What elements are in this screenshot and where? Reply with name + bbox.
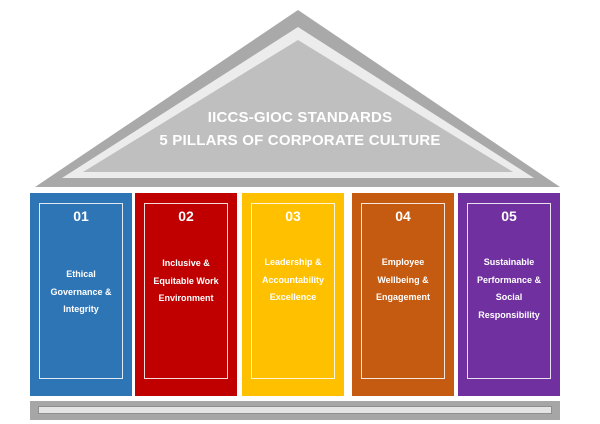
pillar-2-label-line: Environment bbox=[158, 293, 214, 303]
pillar-5-label: Sustainable Performance & Social Respons… bbox=[470, 254, 548, 324]
temple-base bbox=[30, 401, 560, 420]
pillar-3-label: Leadership & Accountability Excellence bbox=[254, 254, 332, 307]
pillar-5-frame: 05 Sustainable Performance & Social Resp… bbox=[467, 203, 551, 379]
pillar-1: 01 Ethical Governance & Integrity bbox=[30, 193, 132, 396]
pillar-3-frame: 03 Leadership & Accountability Excellenc… bbox=[251, 203, 335, 379]
pillar-5-label-line: Responsibility bbox=[478, 309, 540, 320]
pillar-4-label-line: Employee bbox=[381, 257, 425, 267]
pillar-5-number: 05 bbox=[501, 208, 517, 224]
roof-title-line-2: 5 PILLARS OF CORPORATE CULTURE bbox=[159, 132, 441, 149]
temple-base-inset bbox=[38, 406, 552, 414]
pillar-3-label-line: Excellence bbox=[269, 292, 317, 302]
roof-inner bbox=[83, 40, 513, 172]
pillar-2-frame: 02 Inclusive & Equitable Work Environmen… bbox=[144, 203, 228, 379]
pillar-5-label-line: Performance & bbox=[476, 274, 542, 285]
pillar-3-label-line: Leadership & bbox=[264, 257, 322, 267]
pillar-5-label-line: Sustainable bbox=[483, 257, 535, 267]
pillar-4-label-line: Engagement bbox=[375, 292, 430, 302]
pillar-3-label-line: Accountability bbox=[261, 274, 324, 285]
pillar-1-frame: 01 Ethical Governance & Integrity bbox=[39, 203, 123, 379]
pillar-4-frame: 04 Employee Wellbeing & Engagement bbox=[361, 203, 445, 379]
pillar-1-label: Ethical Governance & Integrity bbox=[42, 266, 120, 319]
pillar-1-label-line: Governance & bbox=[50, 286, 112, 297]
pillar-3: 03 Leadership & Accountability Excellenc… bbox=[242, 193, 344, 396]
pillar-2-label-line: Equitable Work bbox=[153, 275, 219, 286]
pillar-5: 05 Sustainable Performance & Social Resp… bbox=[458, 193, 560, 396]
pillar-3-number: 03 bbox=[285, 208, 301, 224]
pillar-4-label: Employee Wellbeing & Engagement bbox=[364, 254, 442, 307]
pillar-1-label-line: Ethical bbox=[66, 269, 96, 279]
pillar-2-label: Inclusive & Equitable Work Environment bbox=[147, 255, 225, 308]
pillar-1-label-line: Integrity bbox=[63, 304, 99, 314]
pillar-4-number: 04 bbox=[395, 208, 411, 224]
temple-roof bbox=[35, 10, 560, 187]
roof-title-line-1: IICCS-GIOC STANDARDS bbox=[207, 109, 393, 126]
pillar-2-label-line: Inclusive & bbox=[162, 258, 210, 268]
pillar-4-label-line: Wellbeing & bbox=[377, 274, 429, 285]
pillar-5-label-line: Social bbox=[495, 292, 523, 302]
pillar-2: 02 Inclusive & Equitable Work Environmen… bbox=[135, 193, 237, 396]
pillar-2-number: 02 bbox=[178, 208, 194, 224]
pillar-1-number: 01 bbox=[73, 208, 89, 224]
pillar-4: 04 Employee Wellbeing & Engagement bbox=[352, 193, 454, 396]
